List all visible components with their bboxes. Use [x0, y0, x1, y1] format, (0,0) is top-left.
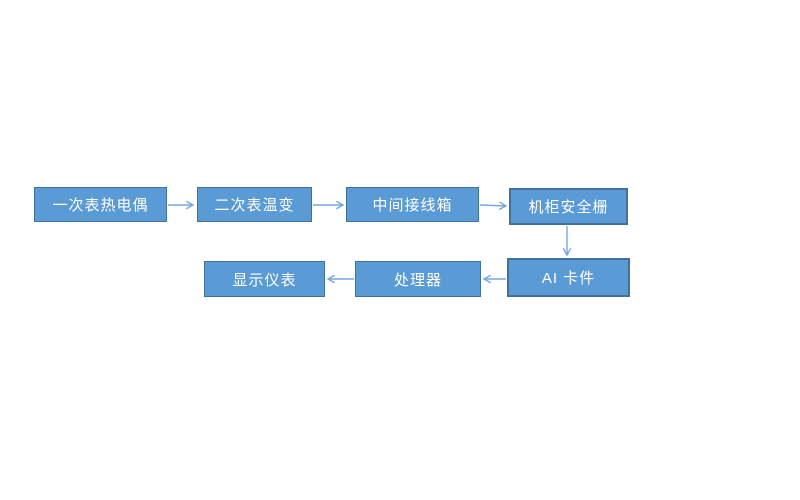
node-ai-card: AI 卡件	[507, 258, 630, 297]
node-label: AI 卡件	[541, 270, 596, 287]
node-intermediate-junction-box: 中间接线箱	[346, 187, 479, 222]
node-secondary-temp-transmitter: 二次表温变	[197, 187, 312, 222]
node-label: 二次表温变	[214, 197, 295, 214]
node-label: 一次表热电偶	[52, 197, 149, 214]
node-processor: 处理器	[355, 261, 481, 297]
node-label: 中间接线箱	[372, 197, 453, 214]
node-label: 显示仪表	[232, 271, 297, 289]
arrow-junctionbox-to-safetybarrier	[479, 201, 508, 211]
node-label: 处理器	[393, 271, 442, 289]
node-primary-thermocouple: 一次表热电偶	[34, 187, 167, 222]
node-label: 机柜安全栅	[528, 199, 609, 216]
node-display-instrument: 显示仪表	[204, 261, 325, 297]
node-cabinet-safety-barrier: 机柜安全栅	[509, 188, 628, 225]
